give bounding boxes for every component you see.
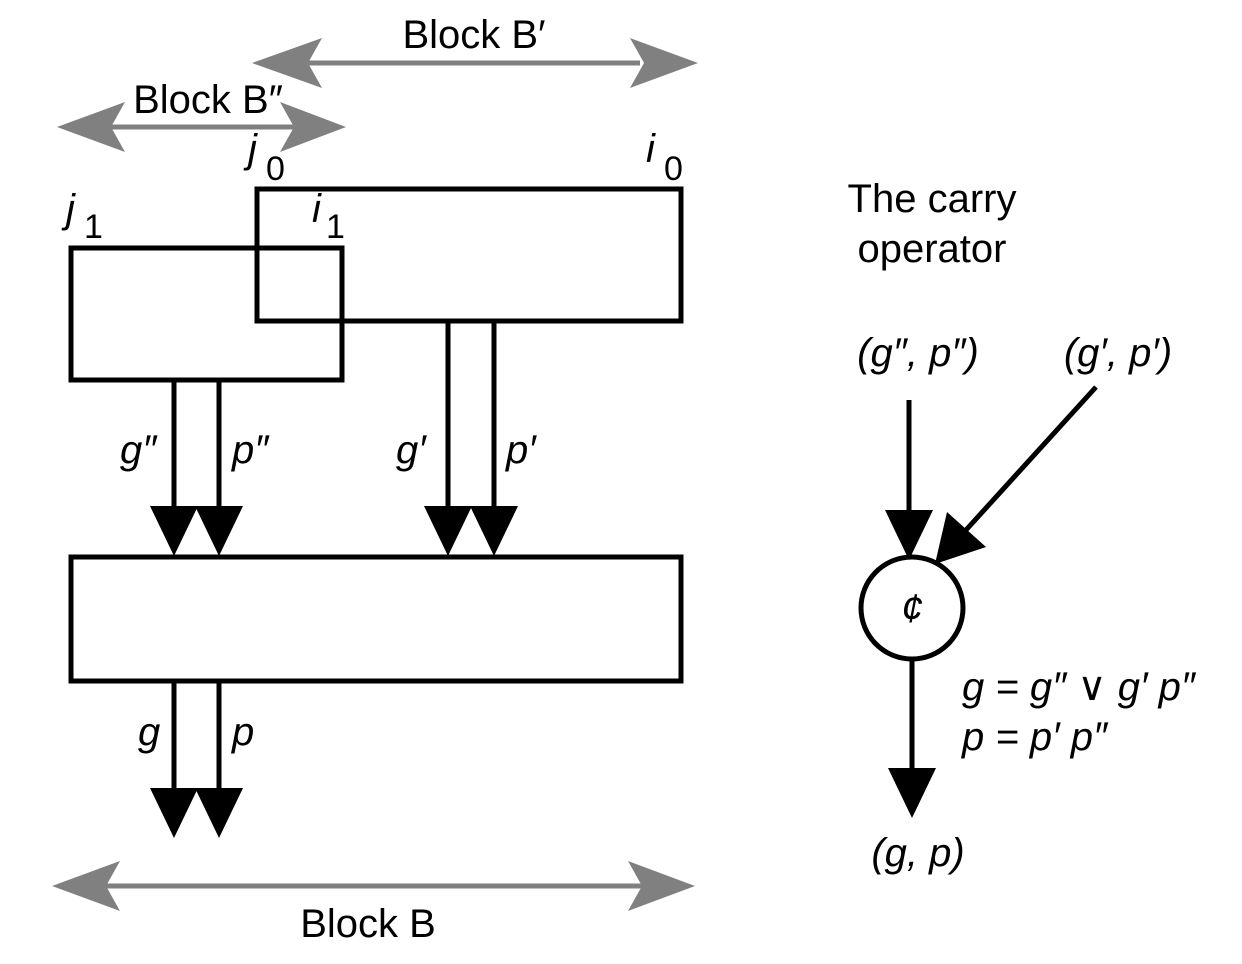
carry-left-input-arrow [885, 400, 933, 560]
g-dprime-label: g″ [120, 428, 158, 472]
carry-input-right: (g′, p′) [1064, 331, 1172, 375]
index-i0: i [646, 127, 656, 171]
p-prime-arrow [470, 321, 518, 556]
p-prime-label: p′ [505, 428, 537, 472]
index-j0: j [243, 127, 258, 171]
index-i0-sub: 0 [664, 150, 683, 188]
carry-output-arrow [888, 659, 936, 818]
p-dprime-arrow [195, 380, 243, 556]
block-b-prime-label: Block B′ [402, 13, 545, 57]
carry-right-input-arrow [935, 385, 1098, 564]
p-output-arrow [195, 681, 243, 838]
g-prime-label: g′ [396, 428, 427, 472]
block-b-label: Block B [300, 902, 436, 946]
block-b-prime-box [254, 186, 684, 324]
carry-input-left: (g″, p″) [857, 331, 979, 375]
carry-operator-symbol: ¢ [901, 587, 923, 631]
index-j1: j [61, 187, 76, 231]
block-b-dprime-label: Block B″ [133, 78, 283, 122]
block-b-range-arrow [52, 861, 695, 911]
carry-formula-p: p = p′ p″ [961, 715, 1109, 759]
index-i1-sub: 1 [326, 208, 345, 246]
carry-output-label: (g, p) [871, 831, 964, 875]
g-output-arrow [150, 681, 198, 838]
g-output-label: g [138, 710, 160, 754]
carry-operator-title-line1: The carry [848, 177, 1017, 221]
g-prime-arrow [424, 321, 472, 556]
combine-box [68, 554, 684, 684]
index-i1: i [312, 187, 322, 231]
index-j1-sub: 1 [84, 208, 103, 246]
p-dprime-label: p″ [231, 428, 270, 472]
block-b-prime-range-arrow [252, 38, 698, 88]
g-dprime-arrow [150, 380, 198, 556]
block-b-dprime-range-arrow [57, 102, 346, 152]
carry-operator-title-line2: operator [858, 227, 1007, 271]
carry-formula-g: g = g″ ∨ g′ p″ [962, 665, 1197, 709]
index-j0-sub: 0 [266, 150, 285, 188]
block-b-dprime-box [68, 245, 345, 383]
p-output-label: p [231, 710, 254, 754]
